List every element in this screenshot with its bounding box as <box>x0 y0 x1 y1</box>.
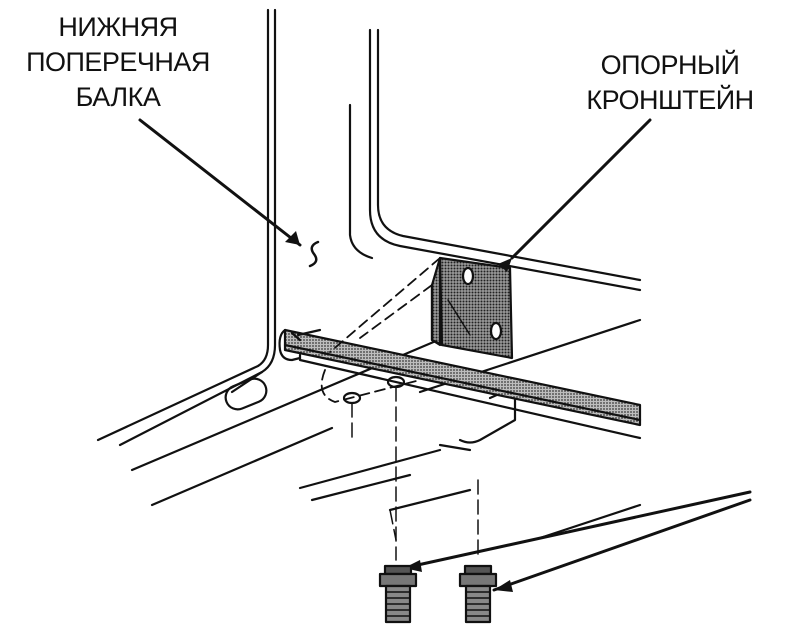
lower-crossbeam-label-line2: ПОПЕРЕЧНАЯ <box>26 47 210 77</box>
hidden-outline <box>320 257 441 403</box>
bolt-left <box>378 564 418 624</box>
support-bracket-label-line1: ОПОРНЫЙ <box>600 50 740 80</box>
lower-crossbeam-label: НИЖНЯЯ ПОПЕРЕЧНАЯ БАЛКА <box>18 10 218 115</box>
inner-frame <box>348 28 642 292</box>
leader-arrowheads <box>285 231 513 592</box>
lower-crossbeam <box>278 328 642 440</box>
slot-opening <box>224 377 268 411</box>
lower-crossbeam-label-line3: БАЛКА <box>75 82 161 112</box>
bolt-right <box>458 564 498 624</box>
left-panel <box>96 8 277 447</box>
support-bracket <box>430 256 514 360</box>
floor-lines <box>130 318 642 540</box>
bolt-axis-lines <box>351 386 479 561</box>
leader-lines <box>138 118 752 592</box>
lower-crossbeam-label-line1: НИЖНЯЯ <box>58 12 178 42</box>
support-bracket-label: ОПОРНЫЙ КРОНШТЕЙН <box>560 48 780 118</box>
support-bracket-label-line2: КРОНШТЕЙН <box>586 85 754 115</box>
beam-mark <box>308 240 320 268</box>
